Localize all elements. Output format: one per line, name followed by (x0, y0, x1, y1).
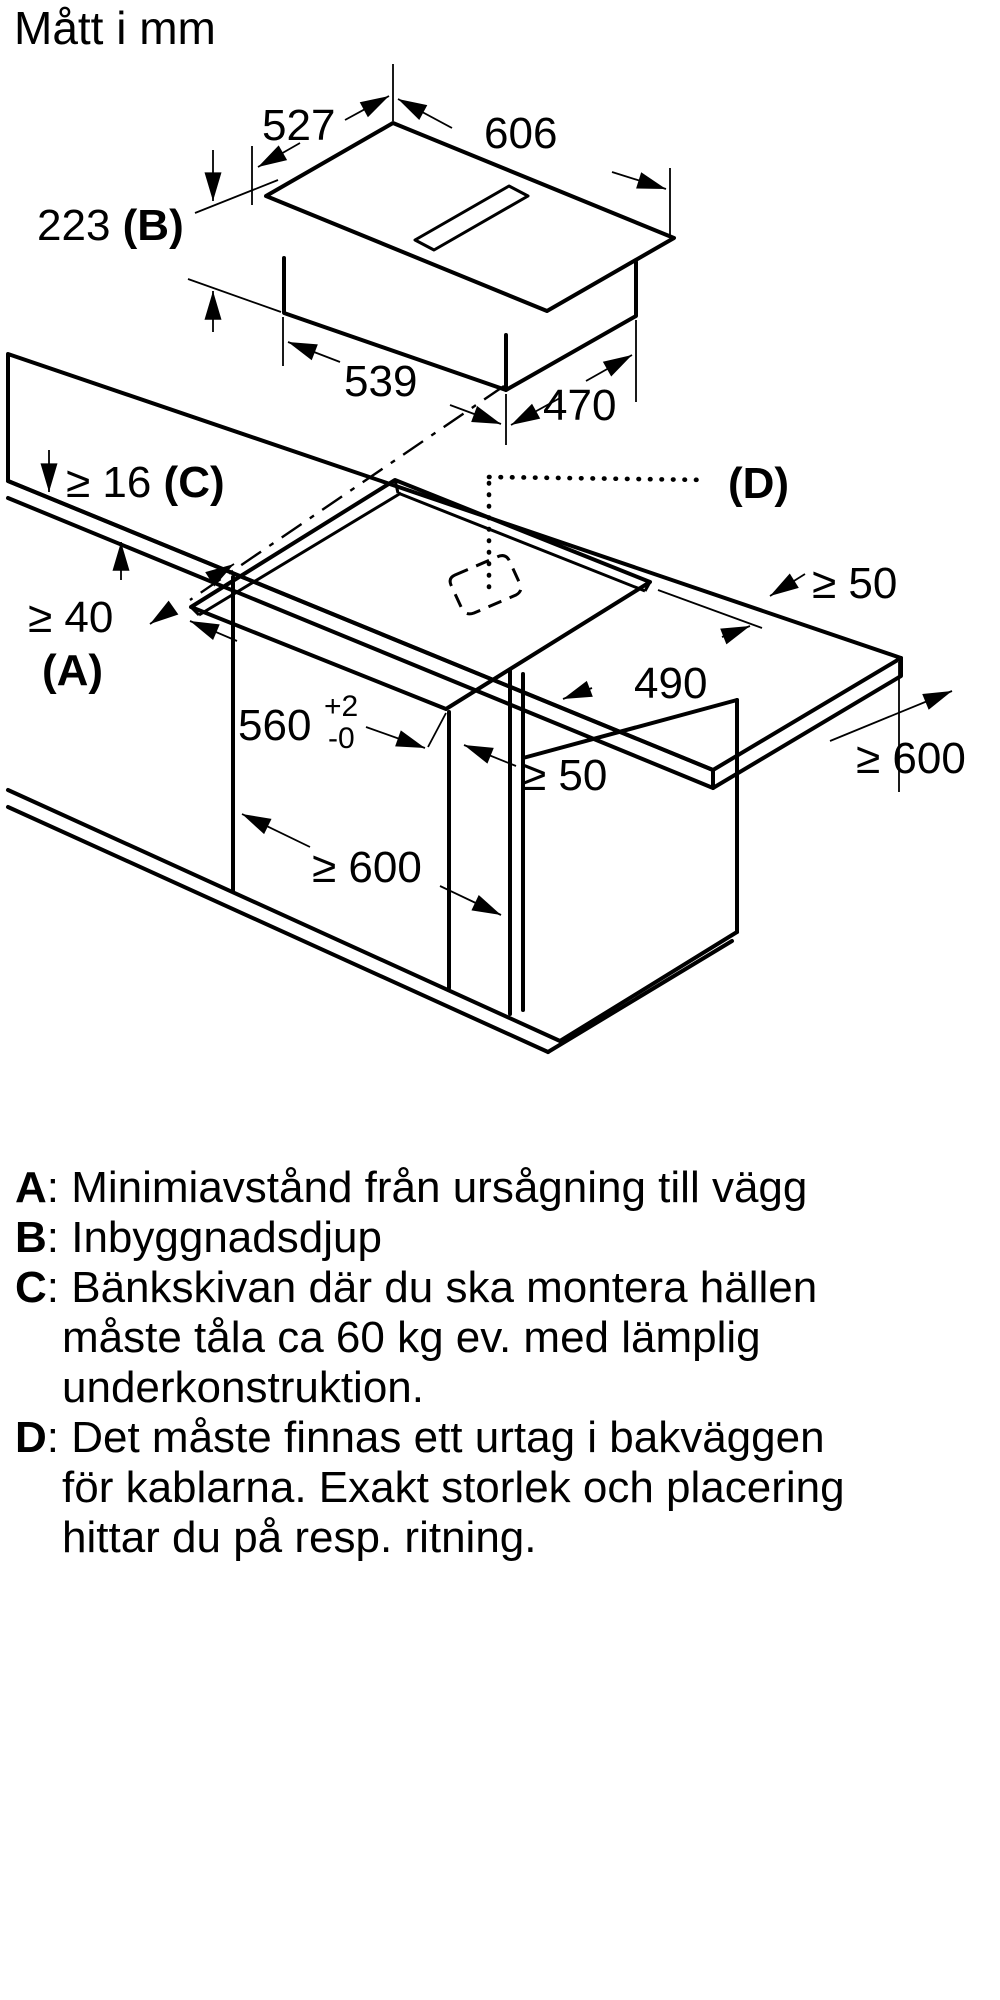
worktop-front-face (6, 479, 715, 790)
ext-line (187, 278, 282, 313)
outlet-dotted-leader (486, 474, 710, 483)
dim-arrow-527-left (257, 142, 301, 168)
cutout-rim-joins (189, 479, 652, 617)
ext-line (657, 589, 763, 629)
legend-line-d3: hittar du på resp. ritning. (62, 1513, 537, 1562)
dim-arrow-490-down (562, 680, 593, 700)
dim-arrow-527-right (344, 95, 390, 121)
cutout-rim-left (198, 491, 402, 617)
dim-arrow-50-upper (769, 573, 806, 597)
dim-arrow-50-mid (463, 744, 517, 767)
cutout-rim-back (397, 491, 646, 593)
legend-line-d2: för kablarna. Exakt storlek och placerin… (62, 1463, 845, 1512)
dim-label-wall-clearance: ≥ 40 (28, 593, 113, 642)
cable-outlet-rect (448, 554, 523, 616)
worktop-end-face (711, 656, 903, 790)
dim-label-niche-width: ≥ 600 (312, 843, 422, 892)
dim-arrow-606-right (611, 171, 667, 190)
cabinet-bottom-right-edge (558, 930, 739, 1043)
dim-label-tol-plus: +2 (324, 690, 358, 723)
dim-label-hob-depth: 527 (262, 101, 335, 150)
technical-drawing: 527 606 223 (B) 539 470 (6, 64, 966, 1054)
dim-label-tol-minus: -0 (328, 722, 355, 755)
ext-line (427, 712, 447, 748)
cabinet-right-side-top (521, 698, 739, 760)
legend-line-d: D: Det måste finnas ett urtag i bakvägge… (15, 1413, 825, 1462)
dim-arrow-539-left (287, 341, 341, 363)
legend-key-a: A (15, 1163, 47, 1212)
dim-label-build-in-depth: 223 (B) (37, 201, 184, 250)
hob-body-left-face (282, 256, 508, 392)
cabinet-plinth-top (6, 788, 562, 1043)
dim-arrow-470-right (585, 354, 633, 382)
dim-arrow-490-up (720, 625, 751, 645)
legend-key-d: D (15, 1413, 47, 1462)
hob-isometric-view: 527 606 223 (B) 539 470 (37, 64, 676, 445)
dim-arrow-560-left (189, 620, 238, 642)
dim-label-side-clearance: ≥ 50 (812, 559, 897, 608)
dim-arrow-40-down (149, 600, 179, 625)
legend-line-c2: måste tåla ca 60 kg ev. med lämplig (62, 1313, 761, 1362)
hob-top-face (264, 121, 676, 313)
dim-arrow-606-left (397, 98, 453, 129)
ext-line (194, 179, 279, 214)
dim-arrow-600-inner-right (439, 885, 502, 916)
page-title: Mått i mm (14, 2, 216, 54)
dim-arrow-560-right (365, 726, 426, 749)
legend-line-c: C: Bänkskivan där du ska montera hällen (15, 1263, 818, 1312)
legend-line-c3: underkonstruktion. (62, 1363, 424, 1412)
dim-label-hob-width: 606 (484, 109, 557, 158)
dim-arrow-600-inner-left (241, 813, 311, 848)
dim-label-body-depth: 470 (543, 381, 616, 430)
dim-arrow-539-right (449, 404, 502, 425)
worktop-cabinet-view: ≥ 16 (C) (D) ≥ 50 ≥ 40 (A) 560 +2 -0 490… (6, 352, 966, 1054)
hob-body-right-face (504, 260, 638, 392)
hob-vent-slot (413, 184, 530, 252)
worktop-cutout (189, 478, 652, 711)
legend-line-a: A: Minimiavstånd från ursågning till väg… (15, 1163, 808, 1212)
worktop-top-face (6, 352, 903, 772)
dim-arrow-40-up (205, 563, 235, 587)
dim-arrow-600-right (829, 690, 953, 742)
legend-line-b: B: Inbyggnadsdjup (15, 1213, 382, 1262)
dim-label-mid-clearance: ≥ 50 (522, 751, 607, 800)
cabinet-bottom-right-edge2 (546, 939, 734, 1054)
dim-label-wall-clearance-key: (A) (42, 646, 103, 695)
dim-label-cutout-width: 560 (238, 701, 311, 750)
legend-key-b: B (15, 1213, 47, 1262)
dim-label-outlet: (D) (728, 459, 789, 508)
dim-arrow-470-left (510, 397, 561, 426)
dim-label-worktop-thickness: ≥ 16 (C) (66, 458, 225, 507)
legend-key-c: C (15, 1263, 47, 1312)
dim-label-cutout-depth: 490 (634, 659, 707, 708)
projection-line (189, 385, 505, 601)
cabinet-plinth-bottom (6, 805, 550, 1054)
dim-label-worktop-depth: ≥ 600 (856, 734, 966, 783)
dim-label-body-width: 539 (344, 357, 417, 406)
